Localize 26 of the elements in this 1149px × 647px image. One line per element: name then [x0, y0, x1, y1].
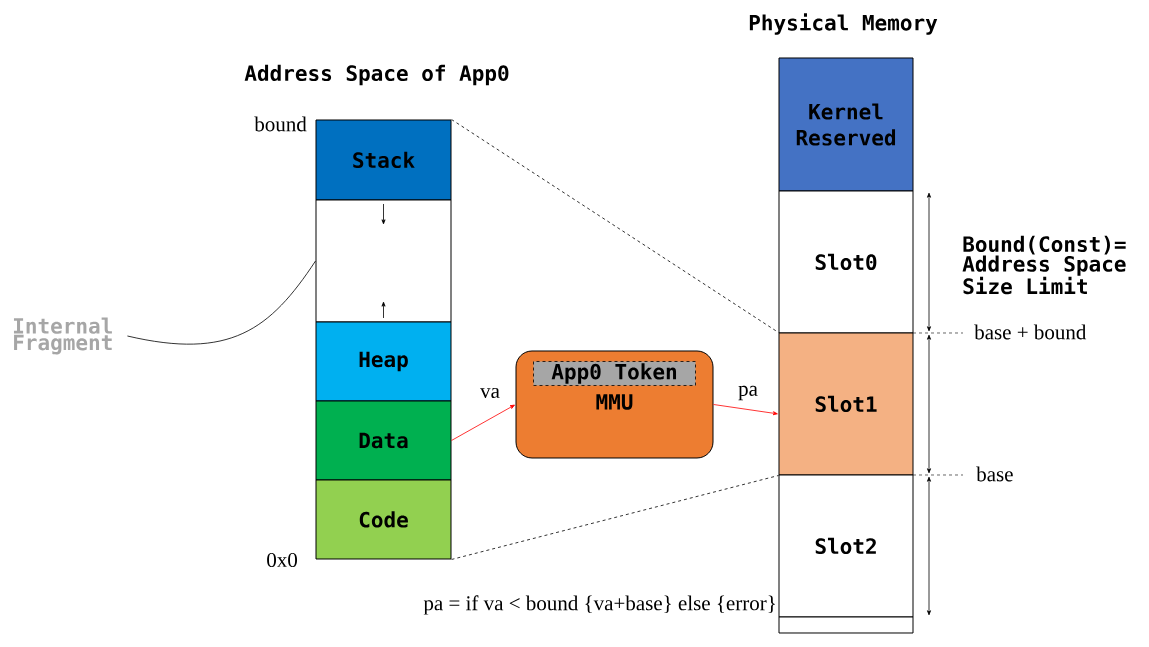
address-label: bound	[254, 116, 307, 132]
mapping-line	[451, 475, 779, 560]
callout-text: Internal Fragment	[13, 317, 112, 355]
edge-label: va	[480, 387, 500, 398]
memory-segment: Data	[315, 400, 452, 481]
address-label: base + bound	[974, 324, 1087, 340]
heading: Physical Memory	[749, 13, 938, 35]
heading: Address Space of App0	[244, 64, 509, 86]
annotation-text: Bound(Const)= Address Space Size Limit	[962, 235, 1126, 295]
token-box: App0 Token	[533, 361, 696, 386]
arrow	[713, 404, 778, 416]
memory-segment: Heap	[315, 321, 452, 402]
memory-slot: Kernel Reserved	[778, 57, 914, 192]
memory-segment: Code	[315, 479, 452, 560]
address-label: 0x0	[267, 552, 297, 568]
edge-label: pa	[738, 385, 758, 401]
formula-text: pa = if va < bound {va+base} else {error}	[423, 595, 775, 615]
memory-segment: Stack	[315, 119, 452, 201]
memory-slot: Slot1	[778, 332, 914, 476]
leader-line	[127, 260, 316, 345]
free-space-box	[315, 199, 452, 323]
memory-slot: Slot0	[778, 190, 914, 334]
mapping-line	[451, 119, 779, 333]
arrow	[451, 404, 515, 441]
memory-slot	[778, 616, 914, 634]
address-label: base	[976, 466, 1013, 482]
